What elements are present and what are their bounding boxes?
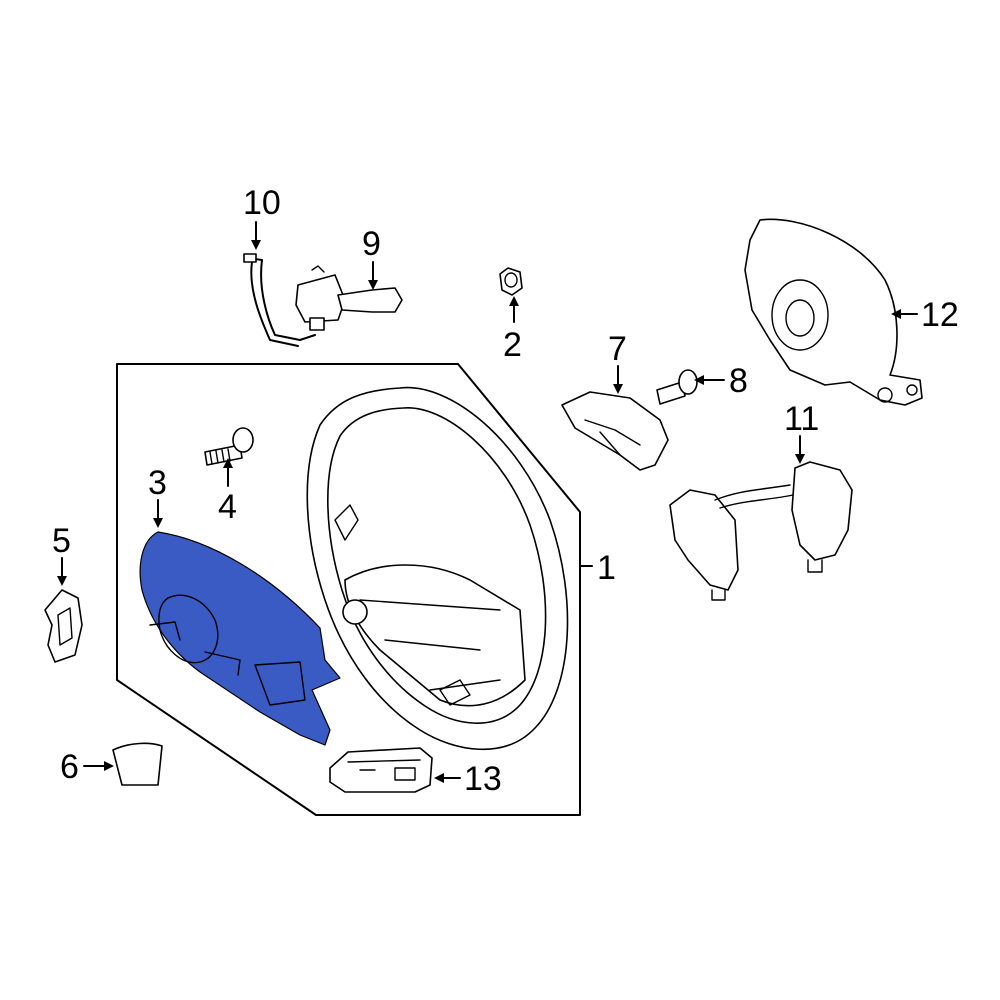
part-2-nut[interactable]	[499, 267, 523, 296]
callout-6: 6	[60, 748, 79, 786]
callout-7: 7	[608, 330, 627, 368]
callout-3: 3	[148, 464, 167, 502]
callout-2: 2	[503, 326, 522, 364]
part-9-switch[interactable]	[295, 265, 403, 331]
part-4-bolt[interactable]	[204, 427, 254, 466]
part-11-switches[interactable]	[669, 461, 853, 601]
callout-11: 11	[784, 400, 819, 438]
callout-8: 8	[729, 362, 748, 400]
part-5-trim[interactable]	[44, 589, 83, 663]
part-6-trim[interactable]	[112, 742, 163, 786]
part-10-harness[interactable]	[243, 253, 316, 347]
callout-1: 1	[597, 549, 616, 587]
callout-4: 4	[218, 488, 237, 526]
callout-9: 9	[362, 225, 381, 263]
assembly-group-outline	[116, 363, 581, 816]
part-8-bolt[interactable]	[656, 369, 698, 405]
callout-leaders	[57, 221, 918, 783]
part-13-module[interactable]	[329, 747, 433, 793]
callout-13: 13	[464, 760, 502, 798]
callout-12: 12	[921, 296, 959, 334]
callout-5: 5	[52, 522, 71, 560]
callout-10: 10	[243, 184, 281, 222]
lower-cover-highlighted[interactable]	[139, 531, 341, 746]
part-7-cover[interactable]	[561, 391, 669, 471]
steering-wheel[interactable]	[306, 386, 569, 751]
